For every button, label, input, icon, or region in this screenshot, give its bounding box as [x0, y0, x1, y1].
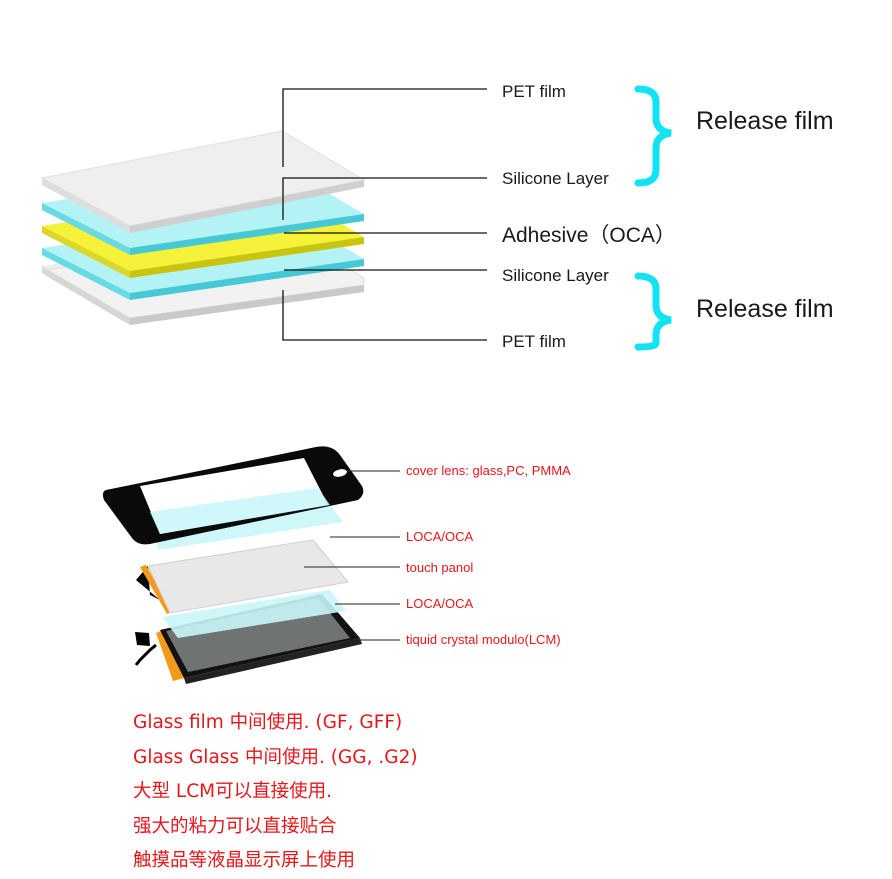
touch-panel-label: touch panol — [406, 560, 474, 575]
silicone-layer-top-label: Silicone Layer — [502, 169, 609, 188]
silicone-layer-bottom-label: Silicone Layer — [502, 266, 609, 285]
note-line: 大型 LCM可以直接使用. — [133, 781, 332, 802]
adhesive-oca-label: Adhesive（OCA） — [502, 224, 676, 247]
usage-notes: Glass film 中间使用. (GF, GFF) Glass Glass 中… — [133, 706, 418, 879]
leader-lines-bottom — [304, 470, 400, 641]
loca-oca-label-2: LOCA/OCA — [406, 596, 474, 611]
loca-oca-label-1: LOCA/OCA — [406, 529, 474, 544]
lcm-label: tiquid crystal modulo(LCM) — [406, 632, 561, 647]
note-line: Glass Glass 中间使用. (GG, .G2) — [133, 746, 418, 768]
brace-icon-bottom — [634, 272, 672, 351]
note-line: 触摸品等液晶显示屏上使用 — [133, 850, 356, 871]
leader-lines-top — [282, 88, 487, 341]
release-film-top-label: Release film — [696, 107, 834, 135]
release-film-bottom-label: Release film — [696, 295, 834, 323]
note-line: 强大的粘力可以直接贴合 — [133, 815, 337, 837]
note-line: Glass film 中间使用. (GF, GFF) — [133, 712, 403, 733]
brace-icon-top — [634, 85, 672, 187]
cover-lens-label: cover lens: glass,PC, PMMA — [406, 463, 571, 478]
pet-film-top-label: PET film — [502, 82, 566, 101]
loca-oca-layer-2 — [162, 590, 346, 638]
touch-panel — [136, 539, 349, 614]
pet-film-bottom-label: PET film — [502, 332, 566, 351]
cover-lens — [102, 446, 364, 545]
